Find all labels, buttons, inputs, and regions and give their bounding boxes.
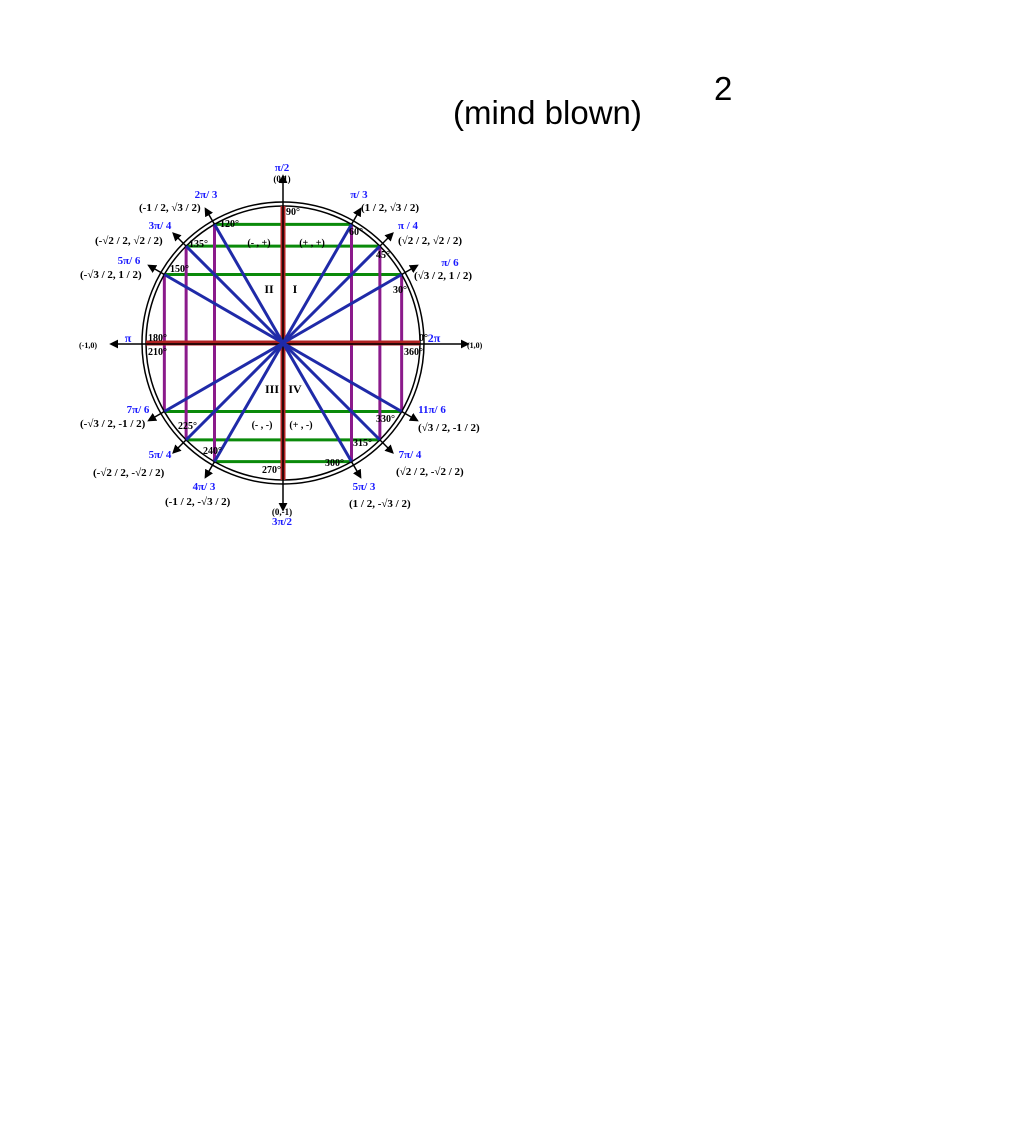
radius-arrow-315 <box>379 439 394 454</box>
quadrant-iii-numeral: III <box>265 382 279 396</box>
quadrant-iii-sign: (- , -) <box>252 420 273 431</box>
sine-lines <box>164 222 402 464</box>
radian-label-225: 5π/ 4 <box>149 449 172 461</box>
radius-150 <box>163 273 284 345</box>
radius-arrow-300 <box>350 461 362 479</box>
radian-label-315: 7π/ 4 <box>399 449 422 461</box>
degree-label-0: 0° <box>419 333 428 344</box>
coord-label-bottom: (0,-1) <box>272 507 292 517</box>
radian-label-300: 5π/ 3 <box>353 481 376 493</box>
radius-30 <box>282 273 403 345</box>
radius-315 <box>281 341 381 441</box>
radius-240 <box>213 342 285 463</box>
coord-label-240: (-1 / 2, -√3 / 2) <box>165 496 231 508</box>
radius-300 <box>281 342 353 463</box>
degree-label-300: 300° <box>325 458 344 469</box>
radius-330 <box>282 341 403 413</box>
radian-label-135: 3π/ 4 <box>149 220 172 232</box>
coord-label-60: (1 / 2, √3 / 2) <box>361 202 419 214</box>
radius-arrows <box>147 207 419 479</box>
coord-label-300: (1 / 2, -√3 / 2) <box>349 498 411 510</box>
radius-210 <box>163 341 284 413</box>
degree-label-60: 60° <box>349 227 363 238</box>
degree-label-315: 315° <box>353 438 372 449</box>
radius-arrow-120 <box>204 207 216 225</box>
degree-label-360: 360° <box>404 347 423 358</box>
radius-arrow-210 <box>147 410 165 422</box>
coord-label-left: (-1,0) <box>79 341 97 350</box>
radius-arrow-330 <box>401 410 419 422</box>
coord-label-120: (-1 / 2, √3 / 2) <box>139 202 201 214</box>
radian-label-60: π/ 3 <box>350 189 368 201</box>
radian-label-330: 11π/ 6 <box>418 404 446 416</box>
degree-label-120: 120° <box>220 219 239 230</box>
coord-label-135: (-√2 / 2, √2 / 2) <box>95 235 163 247</box>
quadrant-iv-sign: (+ , -) <box>289 420 312 431</box>
quadrant-ii-sign: (- , +) <box>247 238 270 249</box>
radius-arrow-135 <box>172 232 187 247</box>
radian-label-150: 5π/ 6 <box>118 255 141 267</box>
coord-label-210: (-√3 / 2, -1 / 2) <box>80 418 146 430</box>
degree-label-270: 270° <box>262 465 281 476</box>
radius-arrow-225 <box>172 439 187 454</box>
quadrant-ii-numeral: II <box>264 282 274 296</box>
radius-arrow-45 <box>379 232 394 247</box>
radius-120 <box>213 223 285 344</box>
coord-label-45: (√2 / 2, √2 / 2) <box>398 235 462 247</box>
radius-60 <box>281 223 353 344</box>
radian-label-right: 2π <box>428 331 441 345</box>
caption: (mind blown) <box>453 94 642 131</box>
degree-label-45: 45° <box>376 250 390 261</box>
page-number: 2 <box>714 70 733 107</box>
degree-label-30: 30° <box>393 285 407 296</box>
radian-label-240: 4π/ 3 <box>193 481 216 493</box>
cosine-lines <box>162 224 404 462</box>
radius-135 <box>185 245 285 345</box>
degree-label-135: 135° <box>189 239 208 250</box>
quadrant-i-numeral: I <box>293 282 298 296</box>
coord-label-315: (√2 / 2, -√2 / 2) <box>396 466 464 478</box>
radius-arrow-60 <box>350 207 362 225</box>
labels: 0° 30° π/ 6(√3 / 2, 1 / 2) 45° π / 4 (√2 / 2,… <box>79 162 483 528</box>
radian-label-bottom: 3π/2 <box>272 516 293 528</box>
radian-label-120: 2π/ 3 <box>195 189 218 201</box>
coord-label-top: (0,1) <box>273 174 290 184</box>
degree-label-150: 150° <box>170 264 189 275</box>
coord-label-330: (√3 / 2, -1 / 2) <box>418 422 480 434</box>
radian-label-45: π / 4 <box>398 220 419 232</box>
degree-label-90: 90° <box>286 207 300 218</box>
radius-225 <box>185 341 285 441</box>
coord-label-30: (√3 / 2, 1 / 2) <box>414 270 472 282</box>
degree-label-330: 330° <box>376 414 395 425</box>
degree-label-240: 240° <box>203 446 222 457</box>
degree-label-225: 225° <box>178 421 197 432</box>
coord-label-150: (-√3 / 2, 1 / 2) <box>80 269 142 281</box>
radius-arrow-150 <box>147 264 165 276</box>
radian-label-30: π/ 6 <box>441 257 459 269</box>
coord-label-225: (-√2 / 2, -√2 / 2) <box>93 467 165 479</box>
coord-label-right: (1,0) <box>467 341 483 350</box>
degree-label-210: 210° <box>148 347 167 358</box>
quadrant-iv-numeral: IV <box>288 382 302 396</box>
radius-arrow-30 <box>401 264 419 276</box>
radius-arrow-240 <box>204 461 216 479</box>
quadrant-i-sign: (+ , +) <box>299 238 325 249</box>
radian-label-210: 7π/ 6 <box>127 404 150 416</box>
degree-label-180: 180° <box>148 333 167 344</box>
radian-label-left: π <box>125 331 132 345</box>
radian-label-top: π/2 <box>275 162 290 174</box>
radius-45 <box>281 245 381 345</box>
